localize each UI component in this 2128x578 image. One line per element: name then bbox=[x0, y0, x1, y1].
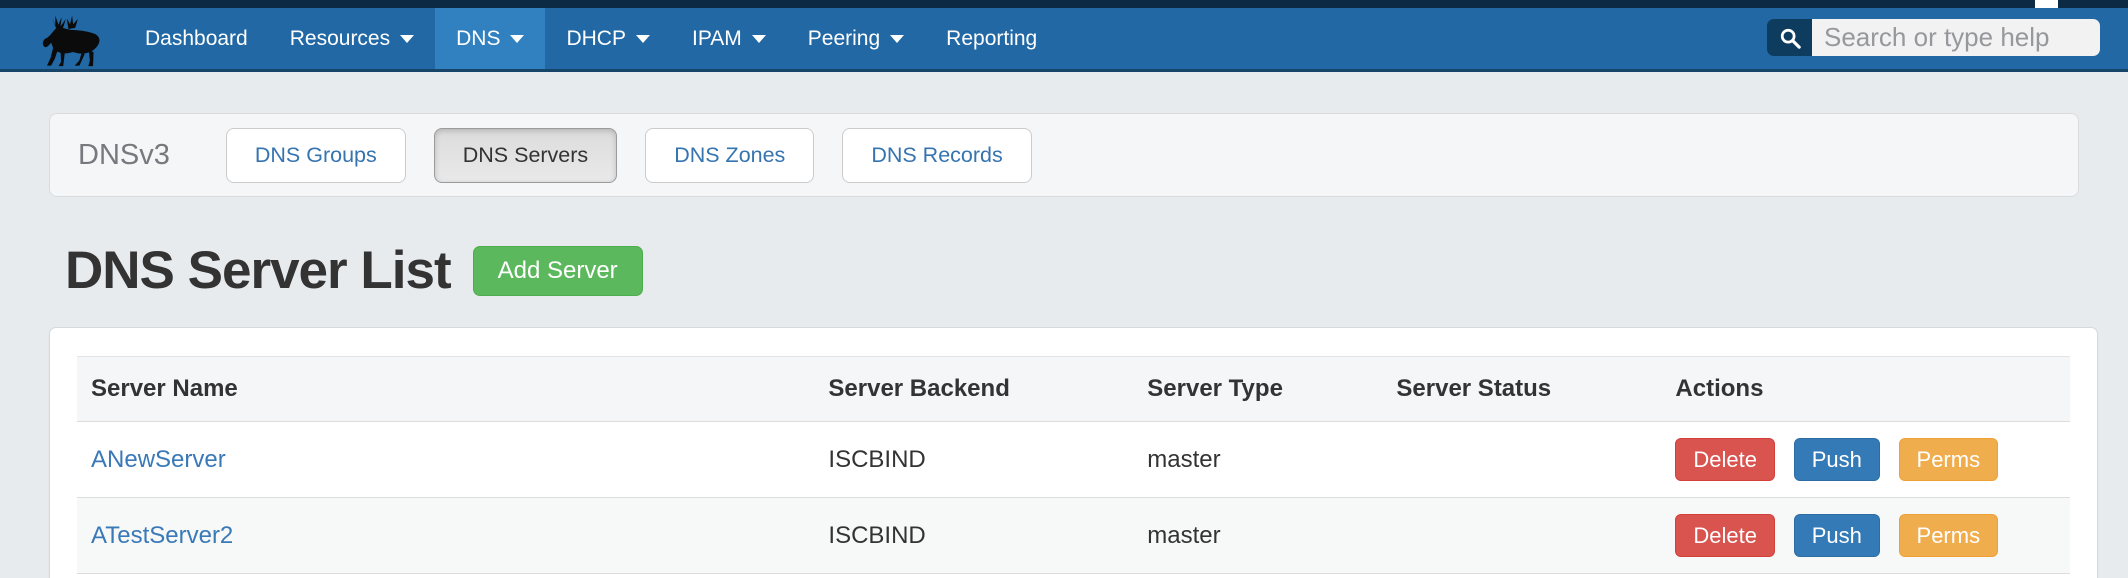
nav-item-ipam[interactable]: IPAM bbox=[671, 8, 787, 69]
server-status-cell bbox=[1382, 422, 1661, 498]
delete-button[interactable]: Delete bbox=[1675, 438, 1775, 481]
main-navbar: Dashboard Resources DNS DHCP IPAM Peerin… bbox=[0, 8, 2128, 72]
nav-label: IPAM bbox=[692, 27, 742, 51]
chevron-down-icon bbox=[890, 35, 904, 43]
nav-label: Dashboard bbox=[145, 27, 248, 51]
chevron-down-icon bbox=[636, 35, 650, 43]
search-button[interactable] bbox=[1767, 19, 1812, 56]
nav-item-reporting[interactable]: Reporting bbox=[925, 8, 1058, 69]
tab-dns-zones[interactable]: DNS Zones bbox=[645, 128, 814, 183]
server-table: Server Name Server Backend Server Type S… bbox=[77, 356, 2070, 574]
tab-dns-servers[interactable]: DNS Servers bbox=[434, 128, 617, 183]
dnsv3-title: DNSv3 bbox=[78, 139, 170, 172]
nav-label: DNS bbox=[456, 27, 500, 51]
server-status-cell bbox=[1382, 498, 1661, 574]
table-row: ATestServer2 ISCBIND master Delete Push … bbox=[77, 498, 2070, 574]
push-button[interactable]: Push bbox=[1794, 514, 1880, 557]
moose-icon bbox=[36, 10, 104, 72]
global-search bbox=[1767, 19, 2100, 56]
table-header-row: Server Name Server Backend Server Type S… bbox=[77, 357, 2070, 422]
dnsv3-panel: DNSv3 DNS Groups DNS Servers DNS Zones D… bbox=[49, 113, 2079, 197]
dns-tabs: DNS Groups DNS Servers DNS Zones DNS Rec… bbox=[226, 128, 1032, 183]
push-button[interactable]: Push bbox=[1794, 438, 1880, 481]
col-header-server-type: Server Type bbox=[1133, 357, 1382, 422]
nav-item-dns[interactable]: DNS bbox=[435, 8, 545, 69]
search-icon bbox=[1779, 27, 1801, 49]
page-title: DNS Server List bbox=[65, 240, 451, 301]
col-header-server-name: Server Name bbox=[77, 357, 814, 422]
tab-dns-groups[interactable]: DNS Groups bbox=[226, 128, 406, 183]
nav-label: Peering bbox=[808, 27, 880, 51]
chevron-down-icon bbox=[400, 35, 414, 43]
delete-button[interactable]: Delete bbox=[1675, 514, 1775, 557]
nav-item-dhcp[interactable]: DHCP bbox=[545, 8, 671, 69]
nav-item-peering[interactable]: Peering bbox=[787, 8, 925, 69]
table-row: ANewServer ISCBIND master Delete Push Pe… bbox=[77, 422, 2070, 498]
col-header-actions: Actions bbox=[1661, 357, 2070, 422]
add-server-button[interactable]: Add Server bbox=[473, 246, 643, 296]
perms-button[interactable]: Perms bbox=[1899, 438, 1999, 481]
nav-item-dashboard[interactable]: Dashboard bbox=[124, 8, 269, 69]
server-list-card: Server Name Server Backend Server Type S… bbox=[49, 327, 2098, 578]
server-backend-cell: ISCBIND bbox=[814, 498, 1133, 574]
server-name-link[interactable]: ANewServer bbox=[91, 446, 226, 473]
col-header-server-backend: Server Backend bbox=[814, 357, 1133, 422]
tab-dns-records[interactable]: DNS Records bbox=[842, 128, 1031, 183]
server-type-cell: master bbox=[1133, 422, 1382, 498]
nav-label: Reporting bbox=[946, 27, 1037, 51]
search-input[interactable] bbox=[1812, 19, 2100, 56]
nav-label: Resources bbox=[290, 27, 390, 51]
server-backend-cell: ISCBIND bbox=[814, 422, 1133, 498]
top-window-strip bbox=[0, 0, 2128, 8]
perms-button[interactable]: Perms bbox=[1899, 514, 1999, 557]
moose-logo[interactable] bbox=[36, 10, 104, 72]
col-header-server-status: Server Status bbox=[1382, 357, 1661, 422]
nav-items: Dashboard Resources DNS DHCP IPAM Peerin… bbox=[124, 8, 1058, 69]
nav-item-resources[interactable]: Resources bbox=[269, 8, 435, 69]
chevron-down-icon bbox=[752, 35, 766, 43]
server-name-link[interactable]: ATestServer2 bbox=[91, 522, 233, 549]
top-strip-tab-mark bbox=[2035, 0, 2058, 8]
server-type-cell: master bbox=[1133, 498, 1382, 574]
nav-label: DHCP bbox=[566, 27, 626, 51]
heading-row: DNS Server List Add Server bbox=[65, 240, 2079, 301]
chevron-down-icon bbox=[510, 35, 524, 43]
